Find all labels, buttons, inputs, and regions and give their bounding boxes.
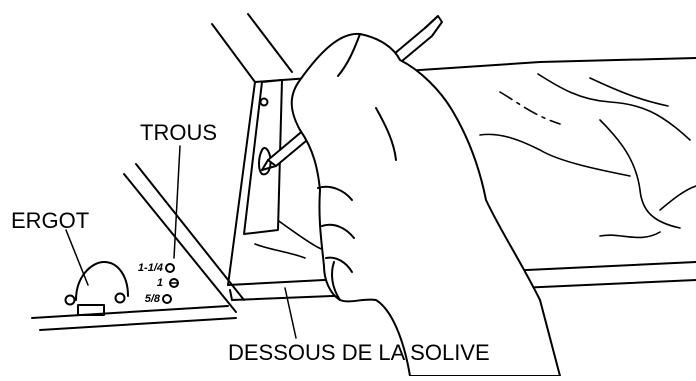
vertical-plank bbox=[212, 14, 292, 82]
hole-markers bbox=[163, 264, 178, 303]
trous-label: TROUS bbox=[140, 122, 217, 144]
hole-size-label: 5/8 bbox=[100, 294, 160, 305]
hole-5-8 bbox=[163, 295, 171, 303]
hole-size-label: 1 bbox=[103, 278, 163, 289]
hole-size-label: 1-1/4 bbox=[103, 263, 163, 274]
ergot-leader bbox=[66, 230, 88, 285]
dessous-label: DESSOUS DE LA SOLIVE bbox=[228, 342, 490, 364]
dessous-leader bbox=[285, 288, 296, 338]
hole-1-1-4 bbox=[166, 264, 174, 272]
ergot-label: ERGOT bbox=[11, 210, 89, 232]
hand-with-pencil bbox=[262, 16, 560, 376]
template-edges bbox=[32, 164, 244, 330]
